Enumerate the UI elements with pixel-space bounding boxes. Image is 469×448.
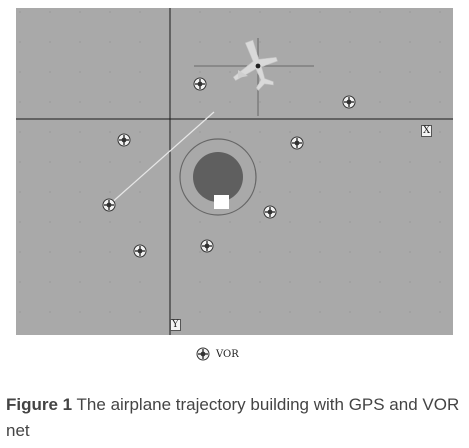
x-axis-label: X	[421, 125, 433, 137]
vor-beacon-icon	[200, 239, 214, 253]
legend-label: VOR	[216, 348, 239, 360]
vor-beacon-icon	[196, 347, 210, 361]
legend: VOR	[196, 346, 239, 362]
y-axis-label: Y	[170, 319, 181, 331]
aircraft-position-marker	[214, 195, 229, 209]
vor-beacon-icon	[263, 205, 277, 219]
vor-beacon-icon	[342, 95, 356, 109]
coverage-ring	[179, 138, 257, 216]
vor-beacon-icon	[102, 198, 116, 212]
figure-caption: Figure 1 The airplane trajectory buildin…	[6, 392, 466, 444]
vor-beacon-icon	[117, 133, 131, 147]
vor-beacon-icon	[193, 77, 207, 91]
vor-beacon-icon	[290, 136, 304, 150]
caption-text: The airplane trajectory building with GP…	[6, 395, 460, 440]
central-disk	[193, 152, 243, 202]
caption-figure-number: Figure 1	[6, 395, 73, 414]
radar-svg	[16, 8, 453, 335]
radar-canvas: X Y	[16, 8, 453, 335]
trajectory-line	[108, 111, 215, 206]
vor-beacon-icon	[133, 244, 147, 258]
airplane-icon	[232, 39, 278, 91]
